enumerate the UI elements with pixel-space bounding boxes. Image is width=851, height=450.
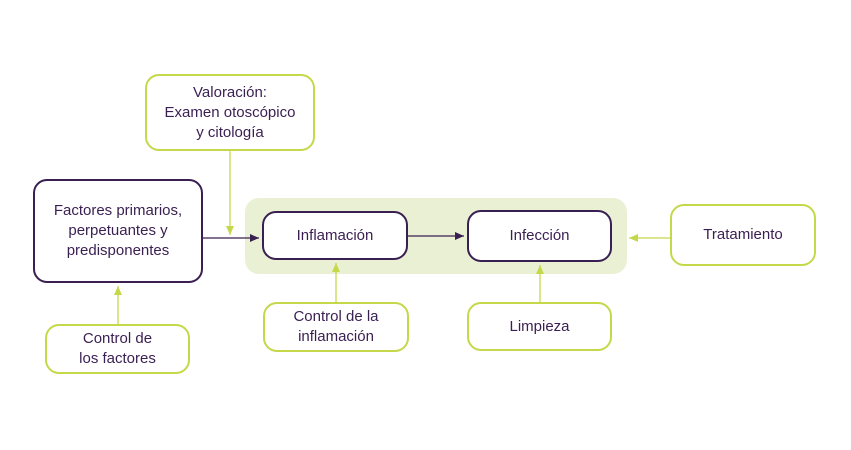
node-infeccion: Infección: [467, 210, 612, 262]
node-control-inflamacion: Control de la inflamación: [263, 302, 409, 352]
node-control-inflamacion-label: Control de la inflamación: [293, 308, 379, 345]
node-infeccion-label: Infección: [509, 227, 570, 244]
node-inflamacion: Inflamación: [262, 211, 408, 260]
node-limpieza: Limpieza: [467, 302, 612, 351]
node-factores: Factores primarios, perpetuantes y predi…: [33, 179, 203, 283]
node-tratamiento-label: Tratamiento: [703, 226, 783, 243]
node-factores-label: Factores primarios, perpetuantes y predi…: [53, 202, 183, 259]
node-tratamiento: Tratamiento: [670, 204, 816, 266]
node-inflamacion-label: Inflamación: [296, 226, 374, 244]
node-control-factores: Control de los factores: [45, 324, 190, 374]
node-limpieza-label: Limpieza: [509, 317, 570, 335]
node-valoracion-label: Valoración: Examen otoscópico y citologí…: [164, 83, 296, 141]
node-control-factores-label: Control de los factores: [79, 330, 156, 367]
node-valoracion: Valoración: Examen otoscópico y citologí…: [145, 74, 315, 151]
